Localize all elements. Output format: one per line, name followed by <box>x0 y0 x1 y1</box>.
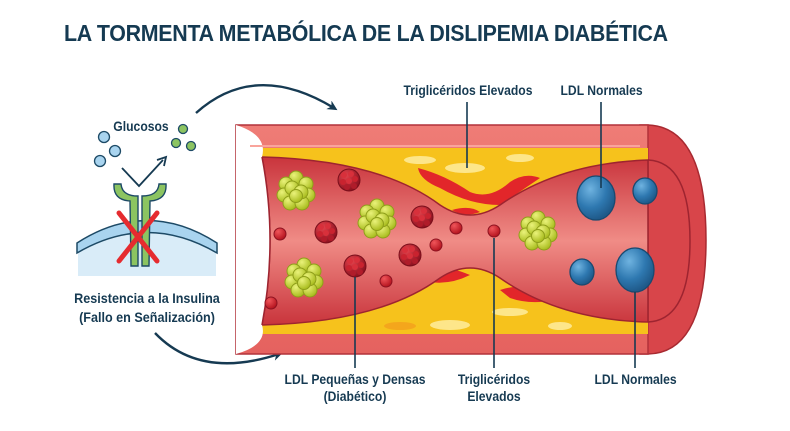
insulin-resistance-line1: Resistencia a la Insulina <box>74 290 220 306</box>
glucose-molecule-icon <box>108 144 122 158</box>
normal-ldl-icon <box>569 258 595 286</box>
small-dense-ldl-icon <box>314 220 338 244</box>
page-title: LA TORMENTA METABÓLICA DE LA DISLIPEMIA … <box>64 20 668 46</box>
top-ldl-normal-label: LDL Normales <box>560 83 643 98</box>
red-particles <box>264 221 501 310</box>
insulin-resistance-label: Resistencia a la Insulina (Fallo en Seña… <box>62 289 233 327</box>
glucose-molecule-icon <box>93 154 107 168</box>
small-dense-ldl-icon <box>410 205 434 229</box>
glucose-molecule-icon <box>185 140 197 152</box>
arrow-icon <box>195 84 338 114</box>
glucose-molecules <box>93 123 197 168</box>
small-dense-ldl-line1: LDL Pequeñas y Densas <box>284 372 426 387</box>
small-dense-ldl-line2: (Diabético) <box>323 389 387 404</box>
arrow-icon <box>121 155 168 188</box>
bottom-triglycerides-line2: Elevados <box>467 389 521 404</box>
bottom-triglycerides-label: Triglicéridos Elevados <box>449 371 539 405</box>
arrow-icon <box>154 332 283 365</box>
normal-ldl-icon <box>615 247 655 293</box>
normal-ldl-icon <box>576 175 616 221</box>
small-dense-ldl-icon <box>337 168 361 192</box>
bottom-ldl-normal-label: LDL Normales <box>594 372 677 387</box>
glucose-molecule-icon <box>170 137 182 149</box>
small-dense-ldl-label: LDL Pequeñas y Densas (Diabético) <box>279 371 432 405</box>
small-dense-ldl-icon <box>398 243 422 267</box>
glucose-molecule-icon <box>97 130 111 144</box>
small-dense-ldl-icon <box>343 254 367 278</box>
top-triglycerides-label: Triglicéridos Elevados <box>403 83 533 98</box>
callout-lines <box>354 102 636 368</box>
blocked-x-icon <box>116 210 160 264</box>
glucose-label: Glucosos <box>113 119 169 134</box>
insulin-resistance-line2: (Fallo en Señalización) <box>79 309 215 325</box>
bottom-triglycerides-line1: Triglicéridos <box>457 372 531 387</box>
artery <box>235 124 707 355</box>
normal-ldl-icon <box>632 177 658 205</box>
glucose-molecule-icon <box>177 123 189 135</box>
